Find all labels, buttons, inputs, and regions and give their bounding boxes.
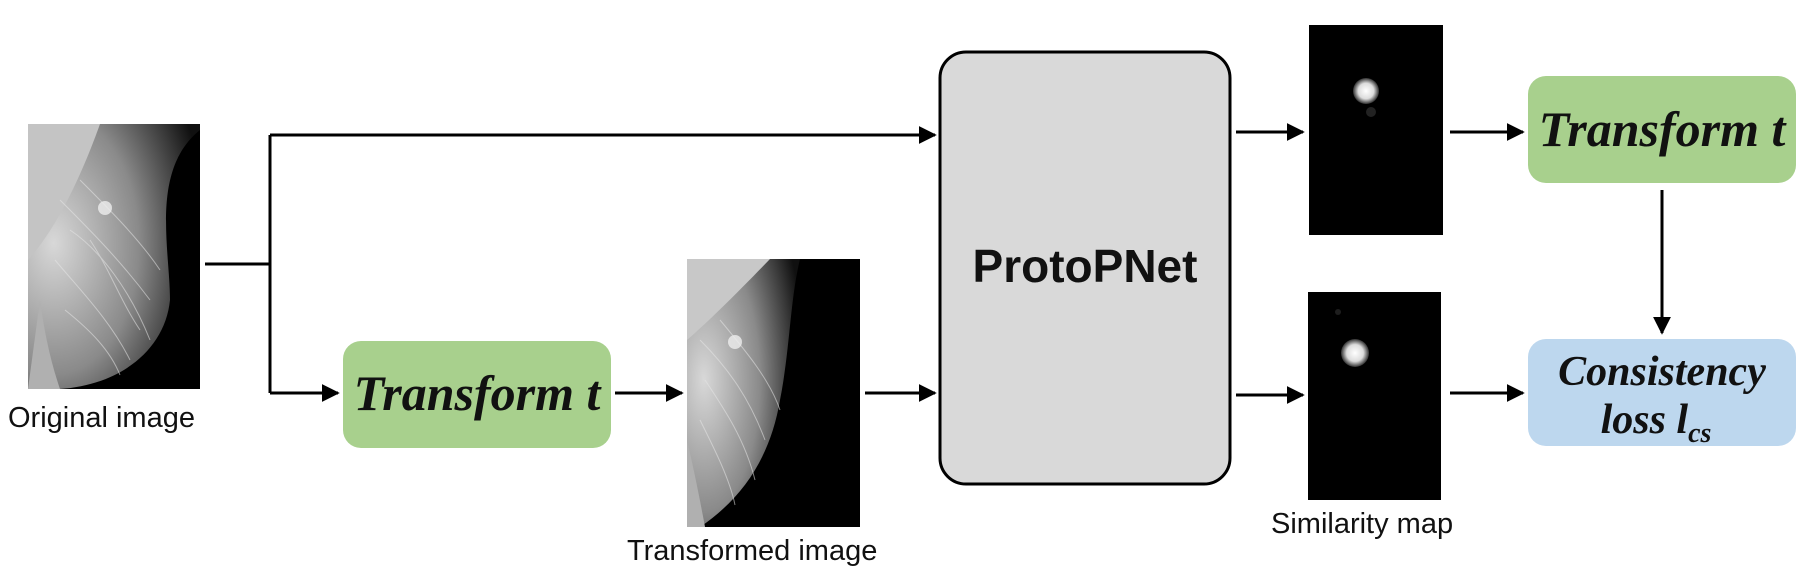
consistency-loss-line1: Consistency [1558,349,1766,395]
similarity-map-top [1309,25,1443,235]
original-image [28,124,200,389]
similarity-map-bottom [1308,292,1441,500]
consistency-loss-line2: loss lcs [1601,397,1712,449]
connectors [205,123,1671,404]
transform-box-top [1528,76,1796,183]
protopnet-box [938,50,1232,486]
consistency-loss-box [1528,339,1796,446]
transform-box-bottom [343,341,611,448]
transform-box-top-label: Transform t [1539,101,1788,157]
protopnet-label: ProtoPNet [973,240,1198,292]
consistency-loss-subscript: cs [1688,418,1711,449]
transform-box-bottom-label: Transform t [354,365,603,421]
transformed-image [687,259,860,527]
similarity-map-caption: Similarity map [1271,508,1453,540]
consistency-loss-line2-main: loss l [1601,397,1689,443]
original-image-caption: Original image [8,402,195,434]
transformed-image-caption: Transformed image [627,535,877,567]
